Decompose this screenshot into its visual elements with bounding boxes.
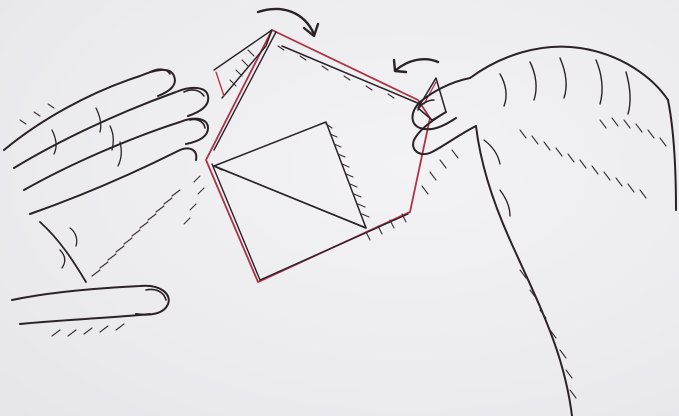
curved-arrow-icon [258, 9, 318, 36]
left-hand-icon [4, 69, 208, 336]
folded-paper-icon [206, 30, 446, 282]
curved-arrow-icon [394, 59, 438, 72]
right-hand-icon [413, 47, 677, 416]
